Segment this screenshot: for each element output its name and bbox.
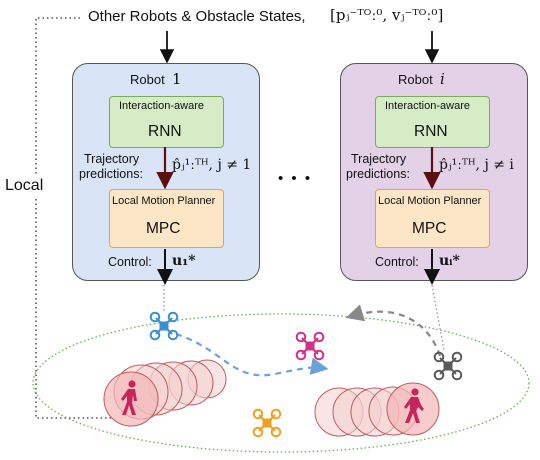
right-prediction-circles [314, 382, 440, 437]
ellipsis: • • • [278, 170, 313, 187]
left-prediction-circles [103, 359, 227, 427]
drone-icon [295, 331, 325, 361]
robot-1-mpc-box [109, 189, 224, 248]
drone-icon [149, 311, 179, 341]
robot1-path [175, 332, 329, 377]
robot-1-mpc-subtitle: Local Motion Planner [112, 195, 216, 207]
robot-1-traj-math: p̂ⱼ¹ːᵀᴴ, j ≠ 1 [172, 157, 252, 173]
control-link-i [431, 284, 445, 351]
robot-1-rnn-box [109, 96, 224, 148]
robot-i-mpc-box [375, 189, 490, 248]
inputs-label: Other Robots & Obstacle States, [88, 8, 306, 25]
robot-1-title: Robot 1 [130, 70, 182, 88]
drone-icon [252, 408, 282, 438]
robot-i-title: Robot i [398, 70, 445, 88]
robot-i-rnn-title: RNN [414, 123, 448, 140]
pedestrian-icon [121, 380, 137, 415]
robot-1-rnn-title: RNN [148, 123, 182, 140]
pedestrian-icon [404, 388, 424, 423]
robot-i-mpc-title: MPC [412, 220, 447, 237]
robot-1-rnn-subtitle: Interaction-aware [119, 100, 204, 112]
environment-ellipse [32, 313, 530, 453]
local-feedback-line [35, 17, 112, 419]
robot-i-traj-label-2: predictions: [346, 167, 410, 181]
drone-icon [433, 351, 463, 381]
robot-i-rnn-box [375, 96, 490, 148]
robot-1-control-math: u₁* [172, 253, 196, 269]
robot-1-control-label: Control: [108, 255, 152, 269]
robot-i-control-label: Control: [375, 255, 419, 269]
local-label: Local [3, 176, 46, 196]
robot-1-traj-label-1: Trajectory [84, 152, 140, 166]
robot-i-traj-math: p̂ⱼ¹ːᵀᴴ, j ≠ i [439, 157, 514, 173]
robot-i-mpc-subtitle: Local Motion Planner [378, 195, 482, 207]
robot-i-control-math: uᵢ* [439, 253, 460, 269]
robot-i-traj-label-1: Trajectory [351, 152, 407, 166]
inputs-math: [pⱼ⁻ᵀᴼː⁰, vⱼ⁻ᵀᴼː⁰] [330, 6, 444, 24]
roboti-path [345, 304, 442, 357]
robot-1-mpc-title: MPC [146, 220, 181, 237]
robot-1-traj-label-2: predictions: [79, 167, 143, 181]
robot-i-rnn-subtitle: Interaction-aware [385, 100, 470, 112]
